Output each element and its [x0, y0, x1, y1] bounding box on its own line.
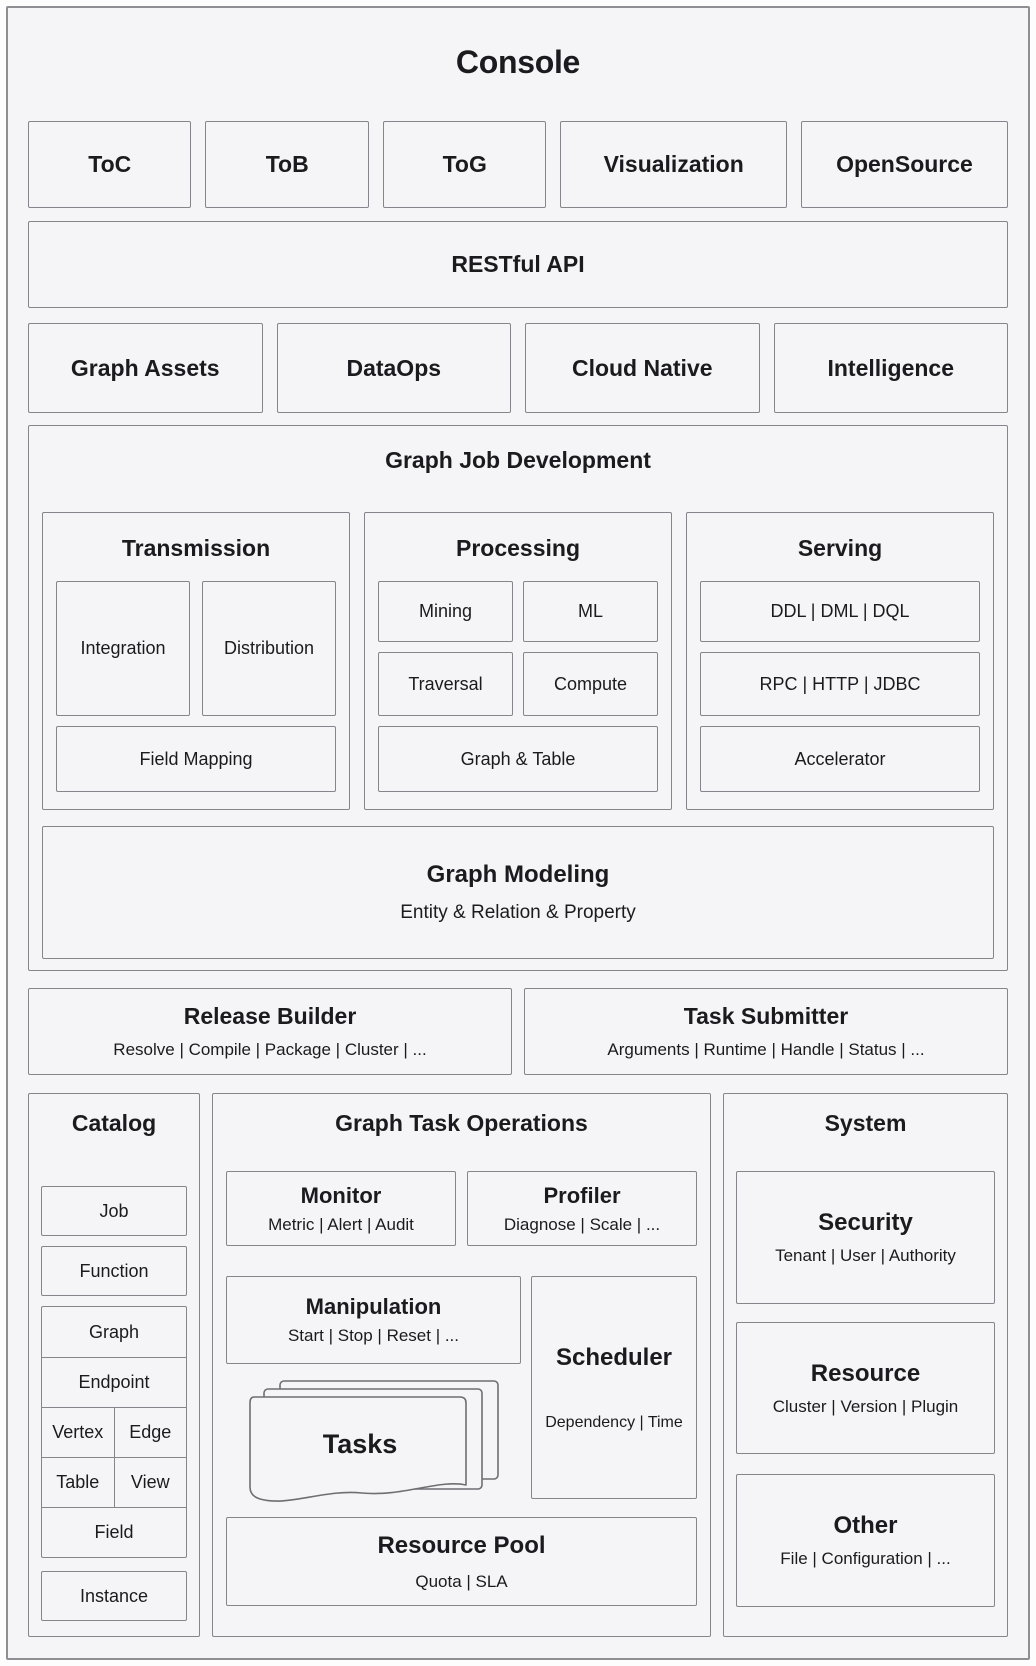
- processing-grid: Mining ML Traversal Compute: [378, 581, 658, 716]
- security-title: Security: [818, 1209, 913, 1236]
- box-compute: Compute: [523, 652, 658, 716]
- box-endpoint: Endpoint: [42, 1357, 186, 1407]
- catalog-title: Catalog: [71, 1109, 157, 1136]
- serving-title: Serving: [797, 534, 883, 561]
- security-box: Security Tenant | User | Authority: [736, 1171, 995, 1304]
- box-distribution: Distribution: [202, 581, 336, 716]
- manipulation-box: Manipulation Start | Stop | Reset | ...: [226, 1276, 521, 1364]
- catalog-row-table-view: Table View: [42, 1457, 186, 1507]
- resource-subtitle: Cluster | Version | Plugin: [772, 1396, 959, 1416]
- resource-pool-box: Resource Pool Quota | SLA: [226, 1517, 697, 1606]
- bottom-row: Catalog Job Function Graph Endpoint Vert…: [28, 1093, 1008, 1637]
- monitor-subtitle: Metric | Alert | Audit: [268, 1214, 414, 1234]
- box-tob: ToB: [205, 121, 369, 208]
- transmission-title: Transmission: [121, 534, 271, 561]
- box-toc: ToC: [28, 121, 192, 208]
- box-job: Job: [41, 1186, 187, 1236]
- box-ml: ML: [523, 581, 658, 642]
- transmission-pair: Integration Distribution: [56, 581, 336, 716]
- box-view: View: [113, 1458, 187, 1507]
- box-traversal: Traversal: [378, 652, 513, 716]
- box-graph-and-table: Graph & Table: [378, 726, 658, 792]
- serving-column: Serving DDL | DML | DQL RPC | HTTP | JDB…: [686, 512, 994, 810]
- box-ddl-dml-dql: DDL | DML | DQL: [700, 581, 980, 642]
- transmission-column: Transmission Integration Distribution Fi…: [42, 512, 350, 810]
- catalog-row-vertex-edge: Vertex Edge: [42, 1407, 186, 1457]
- resource-title: Resource: [810, 1359, 921, 1387]
- graph-modeling-title: Graph Modeling: [426, 861, 610, 888]
- monitor-box: Monitor Metric | Alert | Audit: [226, 1171, 456, 1246]
- scheduler-title: Scheduler: [555, 1343, 673, 1371]
- other-box: Other File | Configuration | ...: [736, 1474, 995, 1607]
- box-graph-assets: Graph Assets: [28, 323, 263, 413]
- release-builder-box: Release Builder Resolve | Compile | Pack…: [28, 988, 512, 1075]
- box-edge: Edge: [113, 1408, 187, 1457]
- box-instance: Instance: [41, 1571, 187, 1621]
- other-title: Other: [833, 1512, 898, 1539]
- security-subtitle: Tenant | User | Authority: [775, 1246, 956, 1265]
- box-dataops: DataOps: [276, 323, 511, 413]
- manipulation-title: Manipulation: [305, 1294, 442, 1319]
- release-builder-subtitle: Resolve | Compile | Package | Cluster | …: [113, 1040, 427, 1059]
- task-submitter-box: Task Submitter Arguments | Runtime | Han…: [524, 988, 1008, 1075]
- box-graph: Graph: [88, 1321, 140, 1342]
- platform-row: Graph Assets DataOps Cloud Native Intell…: [28, 323, 1008, 413]
- graph-modeling-subtitle: Entity & Relation & Property: [400, 902, 636, 923]
- diagram-title: Console: [455, 43, 581, 80]
- system-panel: System Security Tenant | User | Authorit…: [723, 1093, 1008, 1637]
- box-tog: ToG: [382, 121, 547, 208]
- resource-pool-subtitle: Quota | SLA: [415, 1571, 508, 1591]
- box-mining: Mining: [378, 581, 513, 642]
- console-panel: Console ToC ToB ToG Visualization OpenSo…: [6, 6, 1030, 1660]
- box-accelerator: Accelerator: [700, 726, 980, 792]
- box-restful-api: RESTful API: [28, 221, 1008, 308]
- task-submitter-title: Task Submitter: [683, 1003, 849, 1029]
- catalog-grid: Graph Endpoint Vertex Edge Table View Fi…: [41, 1306, 187, 1558]
- box-integration: Integration: [56, 581, 190, 716]
- graph-task-operations-title: Graph Task Operations: [335, 1109, 588, 1136]
- box-field-mapping: Field Mapping: [56, 726, 336, 792]
- resource-pool-title: Resource Pool: [377, 1531, 546, 1559]
- profiler-title: Profiler: [543, 1182, 621, 1208]
- catalog-panel: Catalog Job Function Graph Endpoint Vert…: [28, 1093, 200, 1637]
- scheduler-subtitle: Dependency | Time: [545, 1413, 683, 1431]
- tasks-label: Tasks: [323, 1429, 398, 1459]
- profiler-subtitle: Diagnose | Scale | ...: [503, 1214, 661, 1234]
- box-vertex: Vertex: [52, 1422, 104, 1442]
- task-submitter-subtitle: Arguments | Runtime | Handle | Status | …: [607, 1040, 925, 1059]
- builders-row: Release Builder Resolve | Compile | Pack…: [28, 988, 1008, 1075]
- box-function: Function: [41, 1246, 187, 1296]
- processing-title: Processing: [456, 534, 580, 561]
- box-table: Table: [56, 1472, 100, 1492]
- gto-middle-row: Manipulation Start | Stop | Reset | ...: [226, 1276, 697, 1509]
- box-intelligence: Intelligence: [773, 323, 1008, 413]
- graph-modeling-box: Graph Modeling Entity & Relation & Prope…: [42, 826, 994, 959]
- monitor-title: Monitor: [300, 1182, 382, 1208]
- tasks-stack: Tasks: [244, 1379, 506, 1509]
- stacked-documents-icon: Tasks: [249, 1380, 499, 1502]
- resource-box: Resource Cluster | Version | Plugin: [736, 1322, 995, 1454]
- box-cloud-native: Cloud Native: [525, 323, 760, 413]
- release-builder-title: Release Builder: [183, 1003, 357, 1029]
- box-visualization: Visualization: [560, 121, 787, 208]
- box-rpc-http-jdbc: RPC | HTTP | JDBC: [700, 652, 980, 716]
- box-opensource: OpenSource: [800, 121, 1008, 208]
- channels-row: ToC ToB ToG Visualization OpenSource: [28, 121, 1008, 208]
- box-field: Field: [42, 1507, 186, 1557]
- processing-column: Processing Mining ML Traversal Compute G…: [364, 512, 672, 810]
- serving-stack: DDL | DML | DQL RPC | HTTP | JDBC Accele…: [700, 581, 980, 792]
- scheduler-box: Scheduler Dependency | Time: [531, 1276, 697, 1499]
- other-subtitle: File | Configuration | ...: [780, 1549, 951, 1568]
- graph-job-development-panel: Graph Job Development Transmission Integ…: [28, 425, 1008, 971]
- manipulation-subtitle: Start | Stop | Reset | ...: [287, 1326, 460, 1345]
- graph-job-development-title: Graph Job Development: [385, 446, 651, 473]
- system-title: System: [824, 1109, 907, 1136]
- gjd-columns: Transmission Integration Distribution Fi…: [42, 512, 994, 810]
- gto-monitor-profiler-row: Monitor Metric | Alert | Audit Profiler …: [226, 1171, 697, 1246]
- graph-task-operations-panel: Graph Task Operations Monitor Metric | A…: [212, 1093, 711, 1637]
- gto-left-column: Manipulation Start | Stop | Reset | ...: [226, 1276, 521, 1509]
- profiler-box: Profiler Diagnose | Scale | ...: [467, 1171, 697, 1246]
